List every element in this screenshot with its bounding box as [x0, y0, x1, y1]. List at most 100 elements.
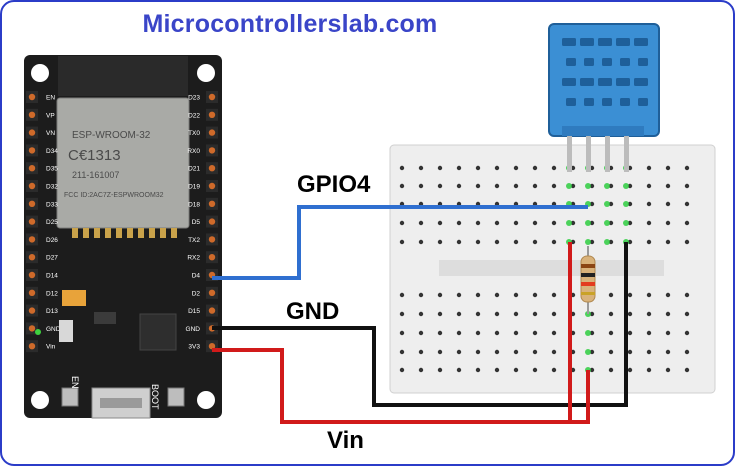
- breadboard-hole: [399, 220, 405, 226]
- breadboard-hole: [437, 220, 443, 226]
- gnd-label: GND: [286, 298, 340, 325]
- breadboard-hole: [627, 292, 633, 298]
- connected-hole: [566, 220, 572, 226]
- breadboard-hole: [399, 165, 405, 171]
- en-button-label: EN: [70, 376, 80, 389]
- breadboard-hole: [627, 239, 633, 245]
- regulator: [94, 312, 116, 324]
- breadboard-hole: [494, 349, 500, 355]
- grille-slot: [602, 58, 612, 66]
- breadboard-hole: [437, 292, 443, 298]
- breadboard-hole: [437, 239, 443, 245]
- breadboard-hole: [646, 349, 652, 355]
- connected-hole: [604, 239, 610, 245]
- header-pin-hole: [208, 289, 216, 296]
- breadboard-hole: [399, 183, 405, 189]
- breadboard-hole: [418, 165, 424, 171]
- breadboard-hole: [532, 349, 538, 355]
- grille-slot: [580, 78, 594, 86]
- breadboard-hole: [399, 292, 405, 298]
- breadboard-hole: [684, 183, 690, 189]
- breadboard-hole: [646, 201, 652, 207]
- pin-label: RX0: [187, 148, 200, 155]
- breadboard-hole: [456, 183, 462, 189]
- boot-button-label: BOOT: [150, 384, 160, 410]
- breadboard-hole: [684, 367, 690, 373]
- wires: [212, 205, 628, 424]
- breadboard-hole: [418, 349, 424, 355]
- header-pin-hole: [28, 93, 36, 101]
- grille-slot: [562, 38, 576, 46]
- breadboard-hole: [494, 220, 500, 226]
- breadboard-hole: [418, 220, 424, 226]
- breadboard-hole: [589, 330, 595, 336]
- connected-hole: [623, 183, 629, 189]
- module-marking-4: FCC ID:2AC7Z-ESPWROOM32: [64, 192, 164, 199]
- breadboard-hole: [475, 183, 481, 189]
- connected-hole: [604, 220, 610, 226]
- dht11-sensor: [548, 23, 660, 172]
- breadboard-hole: [532, 183, 538, 189]
- header-pin-hole: [28, 182, 36, 190]
- breadboard-hole: [399, 349, 405, 355]
- breadboard-hole: [437, 349, 443, 355]
- header-pin-hole: [208, 236, 216, 243]
- breadboard-hole: [551, 292, 557, 298]
- pin-label: D13: [46, 308, 58, 315]
- header-pin-hole: [208, 93, 216, 101]
- breadboard-hole: [437, 165, 443, 171]
- breadboard-hole: [513, 311, 519, 317]
- header-pin-hole: [208, 307, 216, 314]
- pin-label: VN: [46, 130, 55, 137]
- module-marking-2: C€1313: [68, 147, 121, 164]
- gpio4-wire: [212, 205, 588, 280]
- breadboard-hole: [627, 183, 633, 189]
- module-pad: [149, 228, 155, 238]
- header-pin-hole: [28, 129, 36, 136]
- header-pin-hole: [28, 289, 36, 296]
- module-pad: [105, 228, 111, 238]
- connected-hole: [604, 183, 610, 189]
- grille-slot: [638, 98, 648, 106]
- breadboard-hole: [627, 311, 633, 317]
- grille-slot: [598, 78, 612, 86]
- breadboard-hole: [532, 292, 538, 298]
- grille-slot: [602, 98, 612, 106]
- breadboard: [389, 144, 716, 394]
- module-marking-3: 211-161007: [72, 170, 119, 180]
- header-pin-hole: [28, 307, 36, 314]
- breadboard-hole: [608, 349, 614, 355]
- breadboard-hole: [494, 367, 500, 373]
- breadboard-hole: [475, 239, 481, 245]
- breadboard-hole: [437, 311, 443, 317]
- connected-hole: [566, 183, 572, 189]
- breadboard-hole: [646, 239, 652, 245]
- pin-label: EN: [46, 95, 55, 102]
- sensor-pins: [567, 136, 629, 172]
- header-pin-hole: [208, 343, 216, 350]
- breadboard-hole: [665, 201, 671, 207]
- module-pad: [116, 228, 122, 238]
- breadboard-hole: [665, 311, 671, 317]
- pin-label: 3V3: [188, 344, 200, 351]
- pin-label: D2: [192, 290, 201, 297]
- header-pin-hole: [208, 147, 216, 154]
- breadboard-hole: [684, 239, 690, 245]
- breadboard-hole: [665, 292, 671, 298]
- breadboard-hole: [475, 349, 481, 355]
- pin-label: D5: [192, 219, 201, 226]
- breadboard-hole: [418, 183, 424, 189]
- grille-slot: [620, 58, 630, 66]
- gpio4-label: GPIO4: [297, 171, 371, 198]
- header-pin-hole: [208, 165, 216, 172]
- breadboard-hole: [551, 165, 557, 171]
- header-pin-hole: [208, 129, 216, 136]
- breadboard-hole: [513, 349, 519, 355]
- smd-component: [59, 320, 73, 342]
- header-pin-hole: [208, 111, 216, 119]
- boot-button: [167, 387, 185, 407]
- breadboard-hole: [665, 349, 671, 355]
- breadboard-hole: [646, 165, 652, 171]
- breadboard-hole: [684, 165, 690, 171]
